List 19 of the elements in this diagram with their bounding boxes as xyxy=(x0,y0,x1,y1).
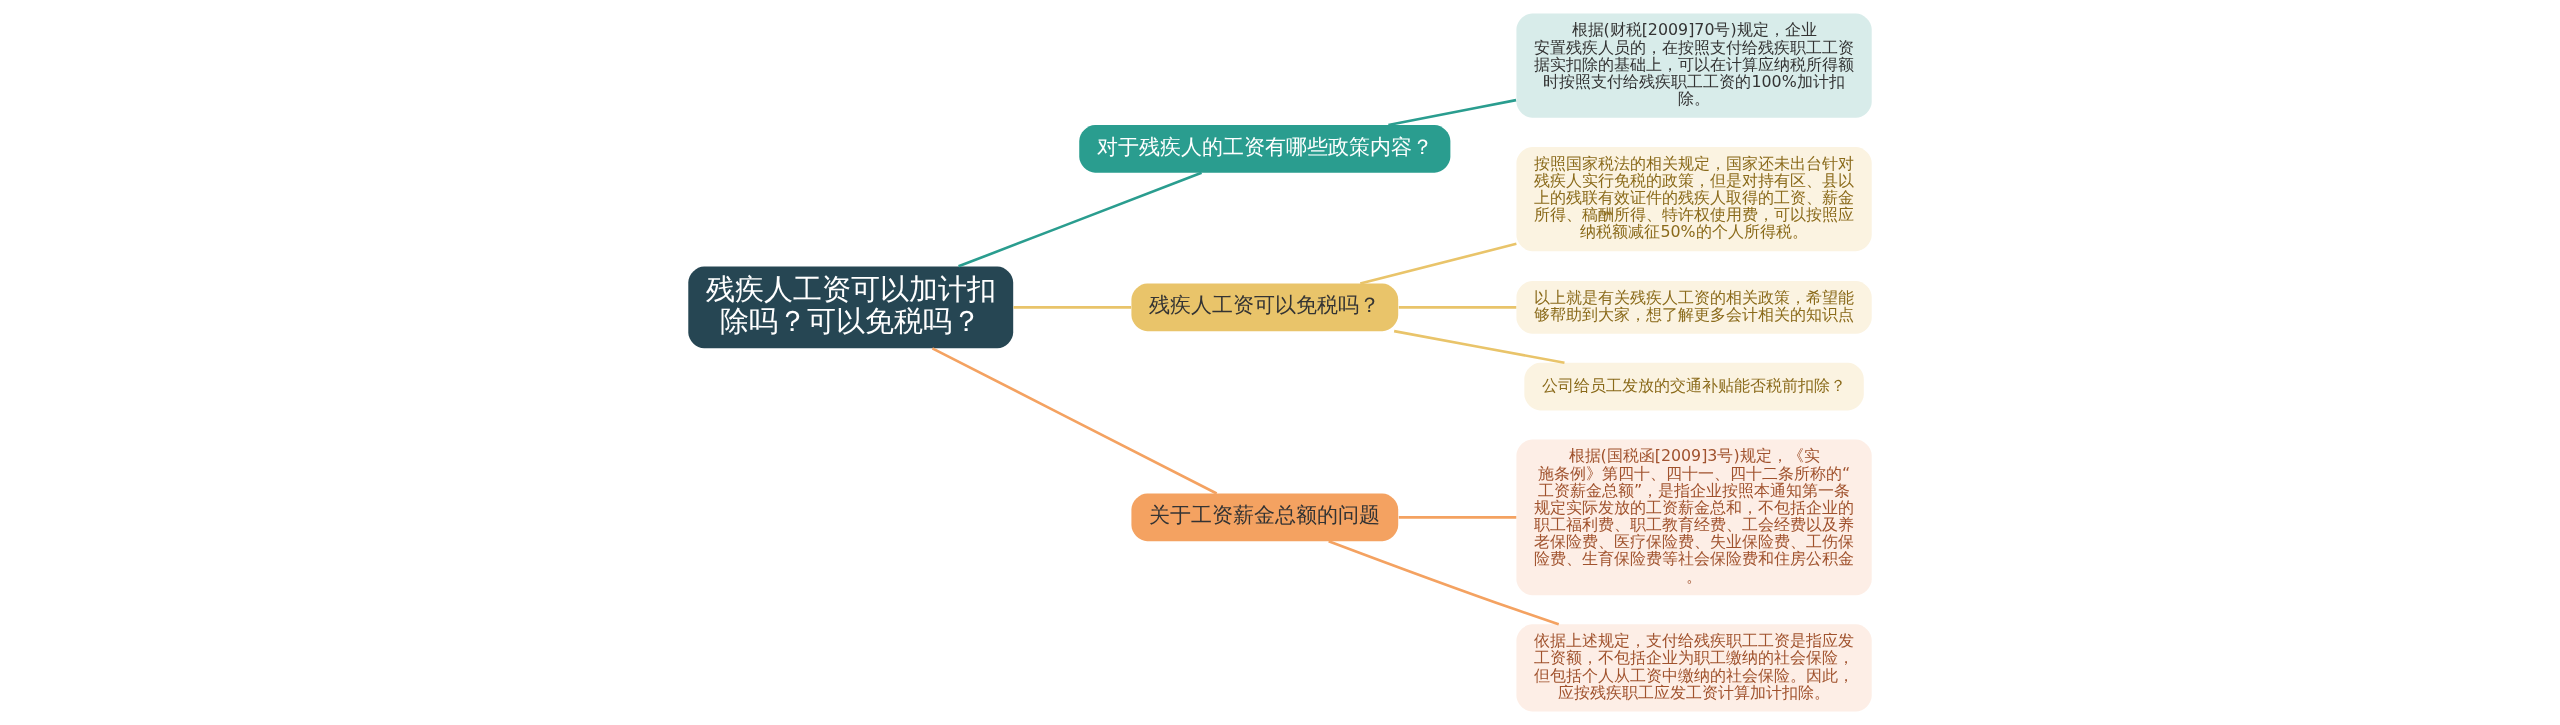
connector xyxy=(931,347,1218,495)
connector xyxy=(1388,98,1517,127)
connector xyxy=(958,171,1202,268)
node-box: 关于工资薪金总额的问题 xyxy=(1131,493,1399,542)
node-box: 按照国家税法的相关规定，国家还未出台针对残疾人实行免税的政策，但是对持有区、县以上的残联有效证件的残疾人取得的工资、薪金所得、稿酬所得、特许权使用费，可以按照应纳税额减征50%的个人所得税。 xyxy=(1516,146,1872,252)
connector xyxy=(1398,516,1517,519)
node-box: 根据(国税函[2009]3号)规定，《实施条例》第四十、四十一、四十二条所称的“工资薪金总额”，是指企业按照本通知第一条规定实际发放的工资薪金总和，不包括企业的职工福利费、职工教育经费、工会经费以及养老保险费、医疗保险费、失业保险费、工伤保险费、生育保险费等社会保险费和住房公积金。 xyxy=(1516,439,1872,596)
connector xyxy=(1359,242,1517,285)
connector xyxy=(1393,329,1565,365)
node-box: 残疾人工资可以免税吗？ xyxy=(1131,283,1399,332)
connector xyxy=(1398,306,1517,309)
node-box: 残疾人工资可以加计扣除吗？可以免税吗？ xyxy=(688,266,1014,349)
node-box: 依据上述规定，支付给残疾职工工资是指应发工资额，不包括企业为职工缴纳的社会保险，但包括个人从工资中缴纳的社会保险。因此，应按残疾职工应发工资计算加计扣除。 xyxy=(1516,624,1872,712)
connector xyxy=(1328,539,1560,626)
node-box: 以上就是有关残疾人工资的相关政策，希望能够帮助到大家，想了解更多会计相关的知识点 xyxy=(1516,280,1872,334)
node-box: 公司给员工发放的交通补贴能否税前扣除？ xyxy=(1524,362,1864,411)
node-box: 根据(财税[2009]70号)规定，企业安置残疾人员的，在按照支付给残疾职工工资据实扣除的基础上，可以在计算应纳税所得额时按照支付给残疾职工工资的100%加计扣除。 xyxy=(1516,13,1872,118)
connector xyxy=(1013,306,1132,309)
node-box: 对于残疾人的工资有哪些政策内容？ xyxy=(1079,125,1451,173)
